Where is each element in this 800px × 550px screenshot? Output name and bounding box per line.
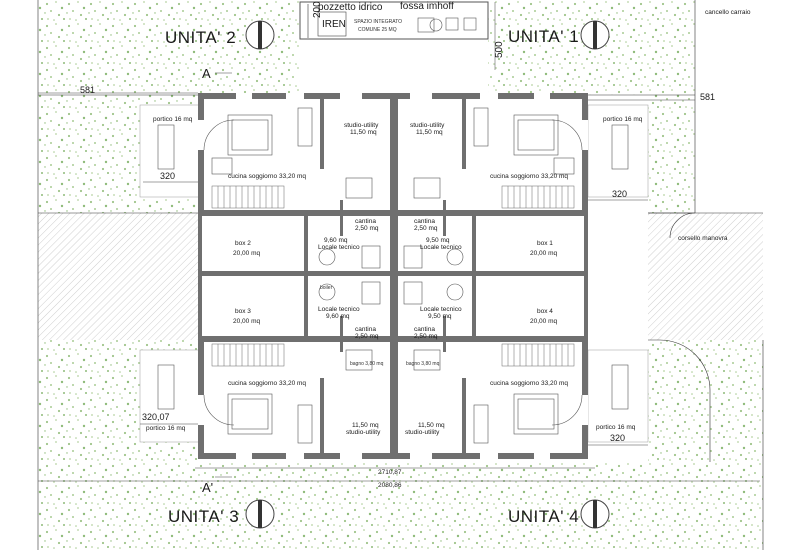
cantina-lower-right: cantina <box>414 326 435 333</box>
locale-lower-left: Locale tecnico <box>318 306 360 313</box>
cantina-upper-right-area: 2,50 mq <box>414 225 438 232</box>
locale-upper-right: Locale tecnico <box>420 244 462 251</box>
cucina-upper-right: cucina soggiorno 33,20 mq <box>490 173 568 180</box>
studio-upper-right-area: 11,50 mq <box>416 129 443 136</box>
locale-upper-left-area: 9,60 mq <box>324 237 348 244</box>
cancello-label: cancello carraio <box>705 9 751 16</box>
cantina-lower-left-area: 2,50 mq <box>355 333 379 340</box>
studio-lower-left: studio-utility <box>346 429 381 436</box>
locale-lower-left-area: 9,60 mq <box>326 313 350 320</box>
section-mark-a-prime: A' <box>202 480 213 495</box>
dim-500: 500 <box>494 41 505 58</box>
portico-upper-left-label: portico 16 mq <box>153 116 193 123</box>
technical-block <box>299 1 489 40</box>
portico-lower-right <box>587 349 649 443</box>
garden-right-lower <box>648 340 763 462</box>
portico-lower-left <box>139 349 201 443</box>
portico-upper-right <box>587 104 649 198</box>
locale-lower-right-area: 9,50 mq <box>428 313 452 320</box>
studio-lower-right-area: 11,50 mq <box>418 422 445 429</box>
dim-581-left: 581 <box>80 85 95 95</box>
cantina-upper-left: cantina <box>355 218 376 225</box>
cucina-upper-left: cucina soggiorno 33,20 mq <box>228 173 306 180</box>
box-2-label: box 2 <box>235 240 251 247</box>
portico-upper-right-label: portico 16 mq <box>603 116 643 123</box>
unit-3-label: UNITA' 3 <box>168 507 239 526</box>
studio-lower-left-area: 11,50 mq <box>352 422 379 429</box>
bagno-left: bagno 3,80 mq <box>350 361 384 367</box>
box-3-area: 20,00 mq <box>233 318 260 325</box>
stairs <box>211 185 575 367</box>
box-1-label: box 1 <box>537 240 553 247</box>
box-2-area: 20,00 mq <box>233 250 260 257</box>
garden-right-upper <box>648 95 695 213</box>
studio-upper-left: studio-utility <box>344 122 379 129</box>
dim-320-lower-right: 320 <box>610 433 625 443</box>
unit-2-label: UNITA' 2 <box>165 28 236 47</box>
studio-upper-left-area: 11,50 mq <box>350 129 377 136</box>
cantina-lower-left: cantina <box>355 326 376 333</box>
dim-total-2: 2080,86 <box>378 482 402 489</box>
dim-320-07: 320,07 <box>142 412 170 422</box>
corsello-label: corsello manovra <box>678 235 728 242</box>
box-4-area: 20,00 mq <box>530 318 557 325</box>
cucina-lower-left: cucina soggiorno 33,20 mq <box>228 380 306 387</box>
locale-upper-right-area: 9,50 mq <box>426 237 450 244</box>
box-3-label: box 3 <box>235 308 251 315</box>
section-mark-a: A <box>202 66 211 81</box>
dim-total-1: 2710,87 <box>378 469 402 476</box>
portico-lower-right-label: portico 16 mq <box>596 424 636 431</box>
hatched-strip-left <box>38 213 198 340</box>
hatched-strip-right <box>648 213 763 340</box>
dim-320-upper-left: 320 <box>160 171 175 181</box>
spazio-line-2: COMUNE 25 MQ <box>358 27 397 33</box>
garden-bottom <box>38 462 763 550</box>
dim-320-upper-right: 320 <box>612 189 627 199</box>
unit-1-label: UNITA' 1 <box>508 27 579 46</box>
dim-581-right: 581 <box>700 92 715 102</box>
pozzetto-label: pozzetto idrico <box>318 2 383 13</box>
unit-4-label: UNITA' 4 <box>508 507 579 526</box>
dim-200: 200 <box>312 1 323 18</box>
bagno-right: bagno 3,80 mq <box>406 361 440 367</box>
cantina-lower-right-area: 2,50 mq <box>414 333 438 340</box>
studio-upper-right: studio-utility <box>410 122 445 129</box>
locale-lower-right: Locale tecnico <box>420 306 462 313</box>
fossa-label: fossa imhoff <box>400 1 454 12</box>
spazio-line-1: SPAZIO INTEGRATO <box>354 19 402 25</box>
iren-label: IREN <box>322 19 346 30</box>
boiler-label: boiler <box>320 285 333 291</box>
cantina-upper-right: cantina <box>414 218 435 225</box>
box-1-area: 20,00 mq <box>530 250 557 257</box>
iren-box <box>317 11 347 37</box>
portico-upper-left <box>139 104 201 198</box>
box-4-label: box 4 <box>537 308 553 315</box>
studio-lower-right: studio-utility <box>405 429 440 436</box>
locale-upper-left: Locale tecnico <box>318 244 360 251</box>
furniture <box>157 107 629 444</box>
portico-lower-left-label: portico 16 mq <box>146 425 186 432</box>
cantina-upper-left-area: 2,50 mq <box>355 225 379 232</box>
cucina-lower-right: cucina soggiorno 33,20 mq <box>490 380 568 387</box>
